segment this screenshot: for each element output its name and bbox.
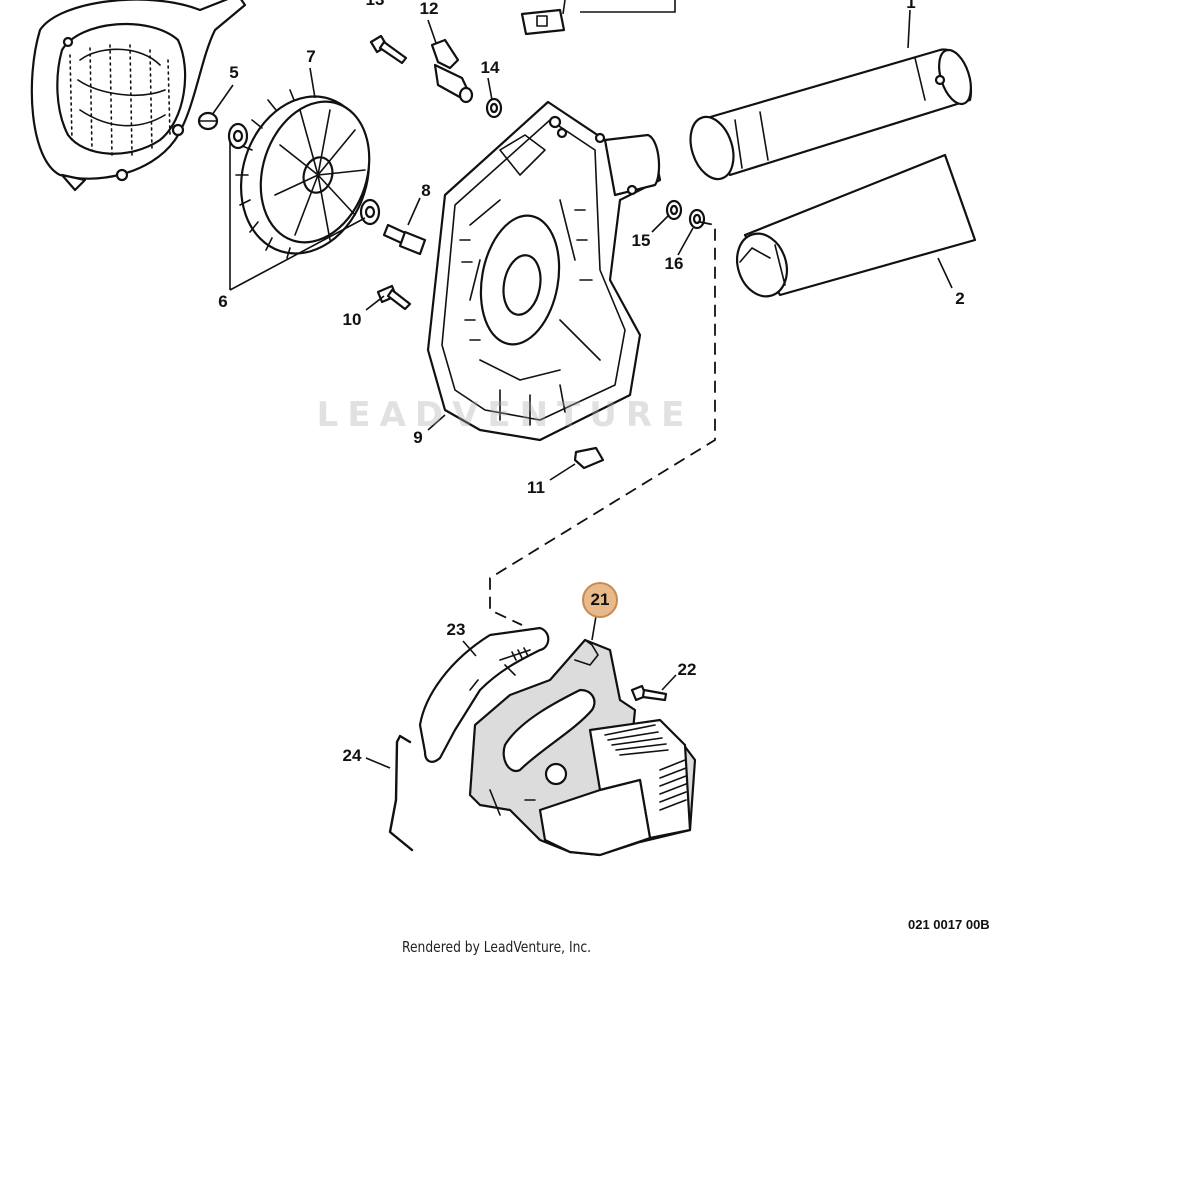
blower-tube-1 [689, 48, 973, 181]
rendered-by-credit: Rendered by LeadVenture, Inc. [402, 938, 592, 956]
callout-21-highlighted[interactable]: 21 [582, 582, 618, 618]
callout-12[interactable]: 12 [419, 0, 439, 18]
fan-wheel-7 [235, 89, 371, 259]
nut-15 [665, 199, 683, 221]
callout-11[interactable]: 11 [527, 478, 545, 497]
screw-22 [630, 684, 668, 702]
leader-lines [211, 9, 953, 769]
callout-15[interactable]: 15 [631, 231, 651, 250]
reference-code: 021 0017 00B [908, 917, 990, 932]
callout-5[interactable]: 5 [229, 63, 239, 82]
handle-housing-21 [468, 638, 697, 857]
rod-24 [388, 734, 414, 852]
callout-14[interactable]: 14 [480, 58, 500, 77]
watermark: LEADVENTURE [316, 395, 694, 435]
callout-8[interactable]: 8 [421, 181, 431, 200]
callout-9[interactable]: 9 [413, 428, 423, 447]
callout-13[interactable]: 13 [366, 0, 385, 10]
switch-12 [430, 38, 474, 104]
nut-5 [197, 111, 219, 131]
callout-16[interactable]: 16 [664, 254, 684, 273]
callout-22[interactable]: 22 [677, 660, 697, 679]
nut-16 [688, 208, 706, 230]
callout-7[interactable]: 7 [306, 47, 316, 66]
blower-nozzle-2 [736, 153, 977, 298]
callout-1[interactable]: 1 [906, 0, 916, 12]
fan-housing-9 [426, 100, 662, 442]
screw-8 [382, 223, 427, 256]
clip-11 [573, 446, 605, 470]
callout-24[interactable]: 24 [342, 746, 362, 765]
assembly-dashed-line [489, 221, 716, 626]
trigger-23 [418, 626, 550, 763]
callout-2[interactable]: 2 [955, 289, 965, 308]
callout-23[interactable]: 23 [446, 620, 466, 639]
callout-6[interactable]: 6 [218, 292, 228, 311]
screw-13 [369, 34, 408, 65]
callout-10[interactable]: 10 [342, 310, 362, 329]
connector-plug [520, 0, 676, 36]
starter-housing [30, 0, 247, 192]
